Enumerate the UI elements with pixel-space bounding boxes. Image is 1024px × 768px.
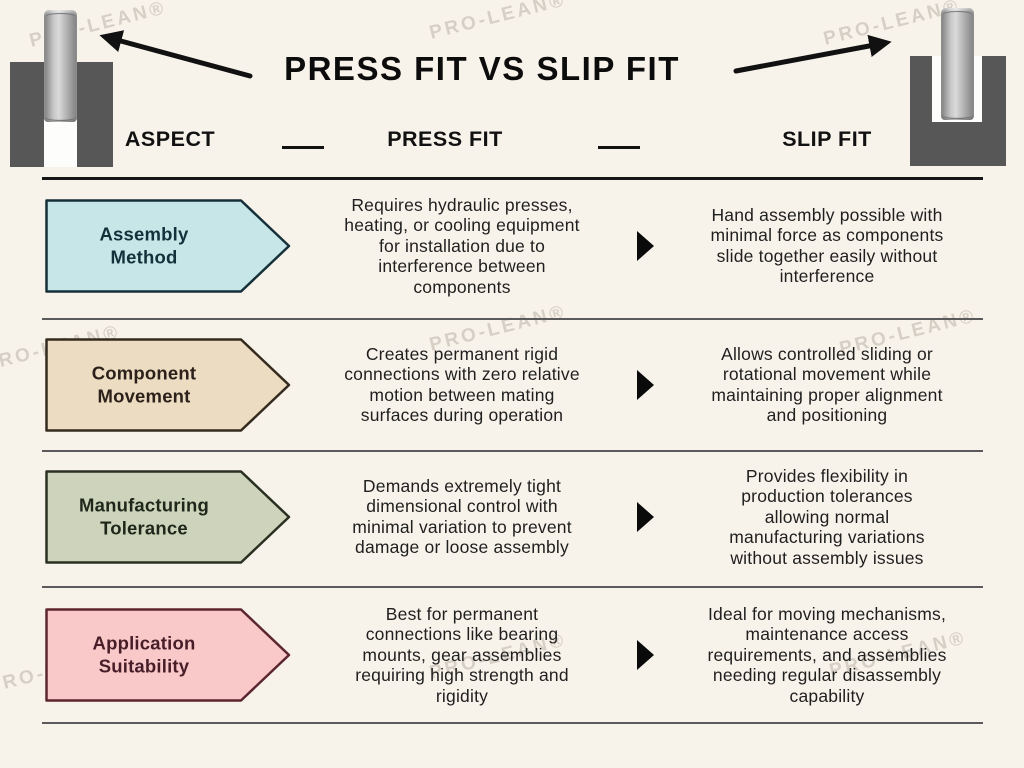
aspect-arrow-shape [45,199,291,293]
aspect-cell: Component Movement [45,338,291,432]
aspect-label: Application Suitability [92,632,196,676]
arrow-to-press-fit-icon [99,30,253,79]
slip-fit-cell: Ideal for moving mechanisms, maintenance… [707,603,947,706]
slip-fit-cell: Hand assembly possible with minimal forc… [710,205,944,287]
arrow-to-slip-fit-icon [733,34,892,74]
press-fit-cell: Demands extremely tight dimensional cont… [352,476,572,558]
row-separator [42,586,983,588]
row-separator [42,722,983,724]
aspect-label: Component Movement [91,362,197,406]
aspect-arrow-shape [45,470,291,564]
header-dash [598,146,640,149]
slip-fit-pin-icon [941,8,974,120]
column-header-aspect: ASPECT [124,127,216,151]
triangle-divider-icon [637,640,654,670]
triangle-divider-icon [637,231,654,261]
aspect-label: Manufacturing Tolerance [78,494,210,538]
slip-fit-cell: Provides flexibility in production toler… [729,465,925,568]
row-component-movement: Component Movement Creates permanent rig… [0,324,1024,446]
header-separator [42,177,983,180]
aspect-arrow-shape [45,608,291,702]
aspect-cell: Assembly Method [45,199,291,293]
row-separator [42,450,983,452]
aspect-cell: Manufacturing Tolerance [45,470,291,564]
row-assembly-method: Assembly Method Requires hydraulic press… [0,185,1024,307]
column-header-slip-fit: SLIP FIT [782,127,872,151]
press-fit-cell: Requires hydraulic presses, heating, or … [344,194,580,297]
press-fit-cell: Best for permanent connections like bear… [355,603,569,706]
triangle-divider-icon [637,502,654,532]
row-separator [42,318,983,320]
press-fit-block-right [77,62,113,167]
column-header-press-fit: PRESS FIT [387,127,503,151]
triangle-divider-icon [637,370,654,400]
row-application-suitability: Application Suitability Best for permane… [0,593,1024,717]
press-fit-pin-icon [44,10,77,122]
slip-fit-cell: Allows controlled sliding or rotational … [711,344,943,426]
press-fit-cell: Creates permanent rigid connections with… [344,344,580,426]
header-dash [282,146,324,149]
aspect-cell: Application Suitability [45,608,291,702]
press-fit-block-left [10,62,44,167]
page-title: PRESS FIT VS SLIP FIT [284,50,680,87]
aspect-arrow-shape [45,338,291,432]
watermark: PRO-LEAN® [427,0,569,44]
row-manufacturing-tolerance: Manufacturing Tolerance Demands extremel… [0,456,1024,578]
aspect-label: Assembly Method [99,223,189,267]
